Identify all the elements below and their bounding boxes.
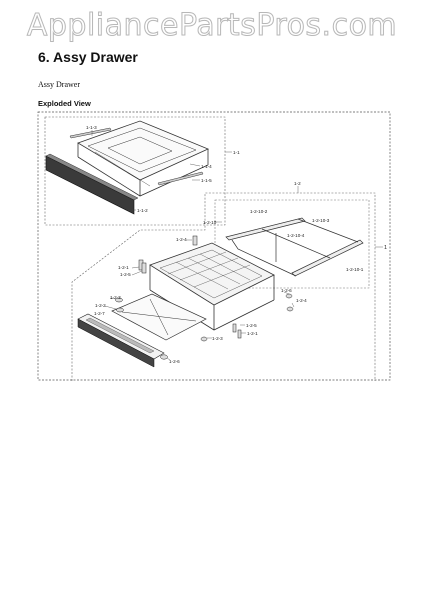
callout-1-2-10-4: 1-2-10-4: [287, 233, 305, 238]
bottom-plate: [111, 293, 207, 341]
callout-1-2-3-left: 1-2-3: [110, 295, 121, 300]
drawer-tray: [77, 120, 210, 197]
callout-1-1-5: 1-1-5: [201, 178, 212, 183]
drawer-frame: [149, 242, 275, 331]
slide-strips: [69, 127, 204, 186]
callout-1-1-3: 1-1-3: [86, 125, 97, 130]
callout-1-2-6-bottom: 1-2-6: [169, 359, 180, 364]
callout-1-2-1-bottom: 1-2-1: [247, 331, 258, 336]
callout-1-2-4-top: 1-2-4: [176, 237, 187, 242]
callout-1-2-1-left: 1-2-1: [118, 265, 129, 270]
leader-lines: [91, 130, 383, 361]
assembly-subtitle: Assy Drawer: [38, 80, 80, 89]
callout-1-2-10-1: 1-2-10-1: [346, 267, 364, 272]
callout-1-2-3-bottom: 1-2-3: [212, 336, 223, 341]
callout-1-2-7: 1-2-7: [94, 311, 105, 316]
hardware-parts: [115, 235, 294, 360]
watermark-logo: AppliancePartsPros.com: [26, 8, 398, 44]
callout-1-1-4: 1-1-4: [201, 164, 212, 169]
group-box-1-2-10: [214, 199, 370, 289]
callout-1-2-5-bottom: 1-2-5: [246, 323, 257, 328]
callout-1-2-2: 1-2-2: [95, 303, 106, 308]
outer-frame: [37, 111, 391, 381]
section-title: 6. Assy Drawer: [38, 49, 138, 65]
rail-frame: [225, 217, 364, 277]
callout-1-2-5-left: 1-2-5: [120, 272, 131, 277]
callout-1-2-10-2: 1-2-10-2: [250, 209, 268, 214]
callout-1: 1: [384, 245, 387, 251]
view-title: Exploded View: [38, 99, 91, 108]
callout-1-2-10-3: 1-2-10-3: [312, 218, 330, 223]
group-box-1-2: [71, 192, 376, 381]
callout-1-2-10: 1-2-10: [203, 220, 217, 225]
callout-1-1: 1-1: [233, 150, 240, 155]
callout-1-2: 1-2: [294, 181, 301, 186]
callout-1-1-2: 1-1-2: [137, 208, 148, 213]
front-panel: [45, 153, 139, 215]
callout-1-2-4-right: 1-2-4: [296, 298, 307, 303]
lower-front-frame: [77, 313, 165, 368]
callout-1-2-6-right: 1-2-6: [281, 288, 292, 293]
group-box-1-1: [44, 116, 226, 226]
